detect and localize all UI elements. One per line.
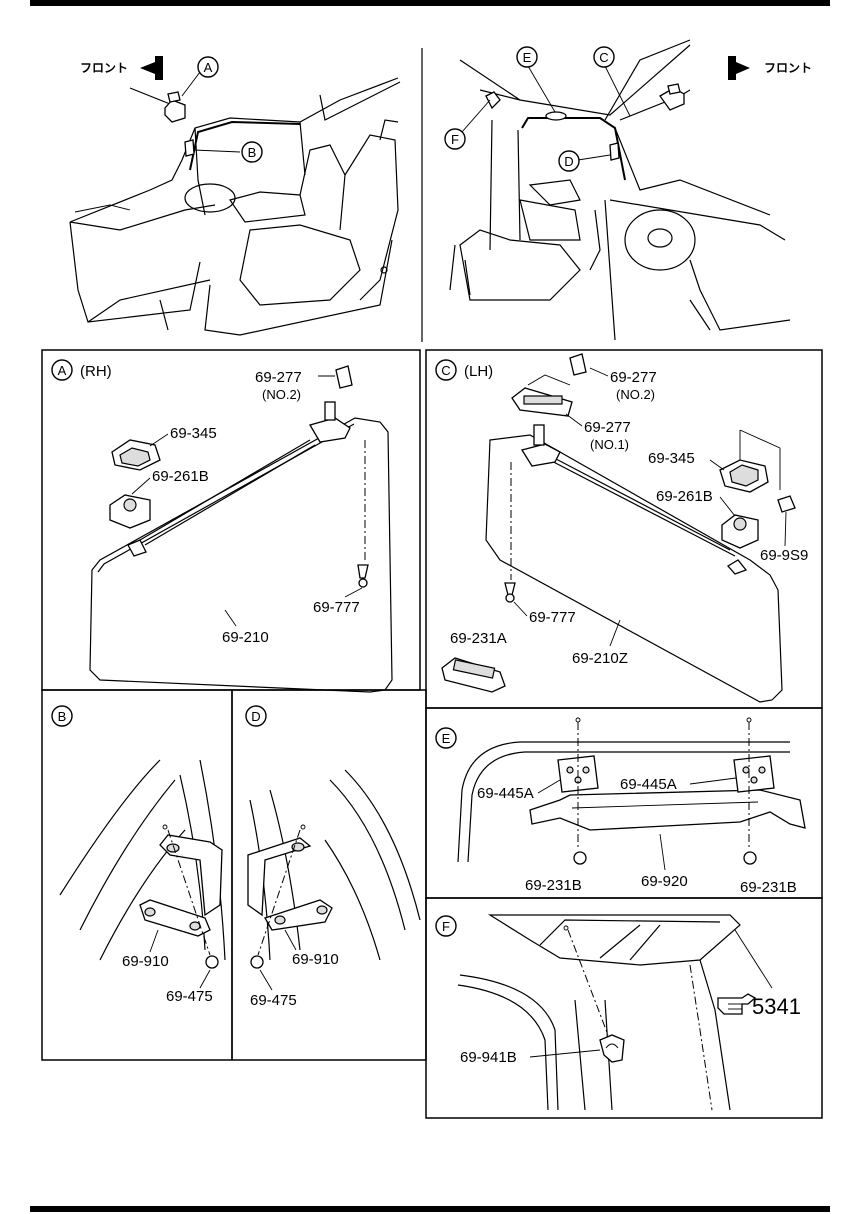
panel-e-part-69-920: 69-920 (641, 873, 688, 890)
panel-f-callout: F (442, 919, 450, 934)
panel-d-callout: D (251, 709, 260, 724)
panel-a-part-69-777: 69-777 (313, 599, 360, 616)
pointing-hand-icon (717, 993, 757, 1015)
panel-c-part-69-210z: 69-210Z (572, 650, 628, 667)
panel-e-part-69-231b-right: 69-231B (740, 879, 797, 896)
panel-c-part-69-277-b: 69-277 (584, 419, 631, 436)
front-label-right: フロント (764, 61, 812, 75)
panel-b-callout: B (58, 709, 67, 724)
panel-a-part-69-277-no2: (NO.2) (262, 387, 301, 402)
panel-c-part-69-277-a: 69-277 (610, 369, 657, 386)
callout-b-top-label: B (248, 145, 257, 160)
panel-d-part-69-475: 69-475 (250, 992, 297, 1009)
assist-grip-b (59, 759, 226, 969)
callout-a-top-label: A (204, 60, 213, 75)
callout-d-top (558, 150, 580, 172)
panel-a-part-69-261b: 69-261B (152, 468, 209, 485)
top-border (30, 0, 830, 6)
panel-c-part-69-231a: 69-231A (450, 630, 507, 647)
overview-rh (69, 56, 401, 336)
panel-a-callout: A (58, 363, 67, 378)
callout-c-top-label: C (599, 50, 608, 65)
callout-e-top-label: E (523, 50, 532, 65)
panel-a-title: (RH) (80, 363, 112, 380)
panel-f-part-69-941b: 69-941B (460, 1049, 517, 1066)
panel-c-title: (LH) (464, 363, 493, 380)
panel-e-part-69-231b-left: 69-231B (525, 877, 582, 894)
hook-f (457, 914, 741, 1111)
assist-grip-d (247, 769, 421, 969)
bottom-border (30, 1206, 830, 1212)
panel-c-part-69-777: 69-777 (529, 609, 576, 626)
callout-d-top-label: D (564, 154, 573, 169)
panel-e-part-69-445a-right: 69-445A (620, 776, 677, 793)
panel-f (425, 897, 823, 1119)
panel-c-part-69-345: 69-345 (648, 450, 695, 467)
overview-lh (449, 39, 791, 341)
assist-grip-e (457, 717, 806, 865)
panel-b-part-69-910: 69-910 (122, 953, 169, 970)
callout-b-top (241, 141, 263, 163)
callout-f-top (444, 128, 466, 150)
front-arrow-left-icon (140, 56, 163, 80)
sun-visor-rh (89, 365, 393, 693)
panel-f-ref-5341: 5341 (752, 994, 801, 1019)
callout-e-top (516, 46, 538, 68)
panel-e-callout: E (442, 731, 451, 746)
panel-d-part-69-910: 69-910 (292, 951, 339, 968)
panel-a-part-69-345: 69-345 (170, 425, 217, 442)
panel-c-part-69-261b: 69-261B (656, 488, 713, 505)
sun-visor-lh (441, 353, 796, 703)
panel-e-part-69-445a-left: 69-445A (477, 785, 534, 802)
callout-c-top (593, 46, 615, 68)
front-arrow-right-icon (728, 56, 750, 80)
panel-b-part-69-475: 69-475 (166, 988, 213, 1005)
panel-c-part-69-277-no2: (NO.2) (616, 387, 655, 402)
panel-c-part-69-9s9: 69-9S9 (760, 547, 808, 564)
panel-a-part-69-210: 69-210 (222, 629, 269, 646)
front-label-left: フロント (80, 61, 128, 75)
panel-a-part-69-277: 69-277 (255, 369, 302, 386)
callout-a-top (197, 56, 219, 78)
panel-c-part-69-277-no1: (NO.1) (590, 437, 629, 452)
panel-c-callout: C (441, 363, 450, 378)
callout-f-top-label: F (451, 132, 459, 147)
